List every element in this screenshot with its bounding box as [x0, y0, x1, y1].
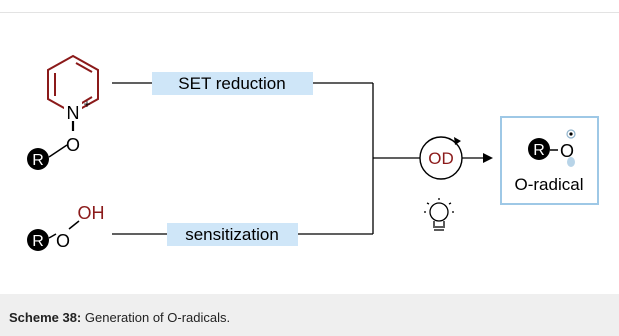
- catalyst-label: OD: [428, 149, 454, 168]
- caption-text: Generation of O-radicals.: [84, 310, 231, 325]
- r-group-bottom: R: [32, 233, 44, 250]
- o-r-bond-top: [48, 144, 68, 158]
- product-box: [500, 116, 599, 205]
- caption: Scheme 38: Generation of O-radicals.: [9, 310, 230, 325]
- r-group-badge-bottom: [27, 229, 49, 251]
- positive-charge: +: [83, 97, 90, 111]
- cycle-arrowhead: [454, 137, 461, 145]
- caption-bar: Scheme 38: Generation of O-radicals.: [0, 294, 619, 336]
- n-atom-bg: [64, 102, 82, 122]
- set-label: SET reduction: [178, 74, 285, 93]
- caption-label: Scheme 38:: [9, 310, 82, 325]
- radical-orbital-bottom: [567, 157, 575, 167]
- product-arrowhead: [483, 153, 493, 163]
- n-oxide-o-atom: O: [66, 135, 80, 155]
- peroxide-o-atom: O: [56, 231, 70, 251]
- hydroxyl-group: OH: [78, 203, 105, 223]
- r-group-badge-product: [528, 138, 550, 160]
- o-o-bond: [68, 220, 80, 230]
- r-group-top: R: [32, 152, 44, 169]
- n-atom: N: [67, 103, 80, 123]
- sens-label-bg: [167, 223, 298, 246]
- sens-label: sensitization: [185, 225, 279, 244]
- r-o-bond: [48, 233, 57, 239]
- product-label: O-radical: [515, 175, 584, 194]
- light-bulb-icon: [424, 198, 454, 231]
- r-group-product: R: [533, 142, 545, 159]
- scheme-figure: N + O R SET reduction R O OH sensitizati…: [0, 12, 619, 251]
- r-group-badge-top: [27, 148, 49, 170]
- product-o-atom: O: [560, 141, 574, 161]
- radical-dot: [569, 132, 573, 136]
- reaction-scheme: N + O R SET reduction R O OH sensitizati…: [0, 12, 619, 251]
- set-label-bg: [152, 72, 313, 95]
